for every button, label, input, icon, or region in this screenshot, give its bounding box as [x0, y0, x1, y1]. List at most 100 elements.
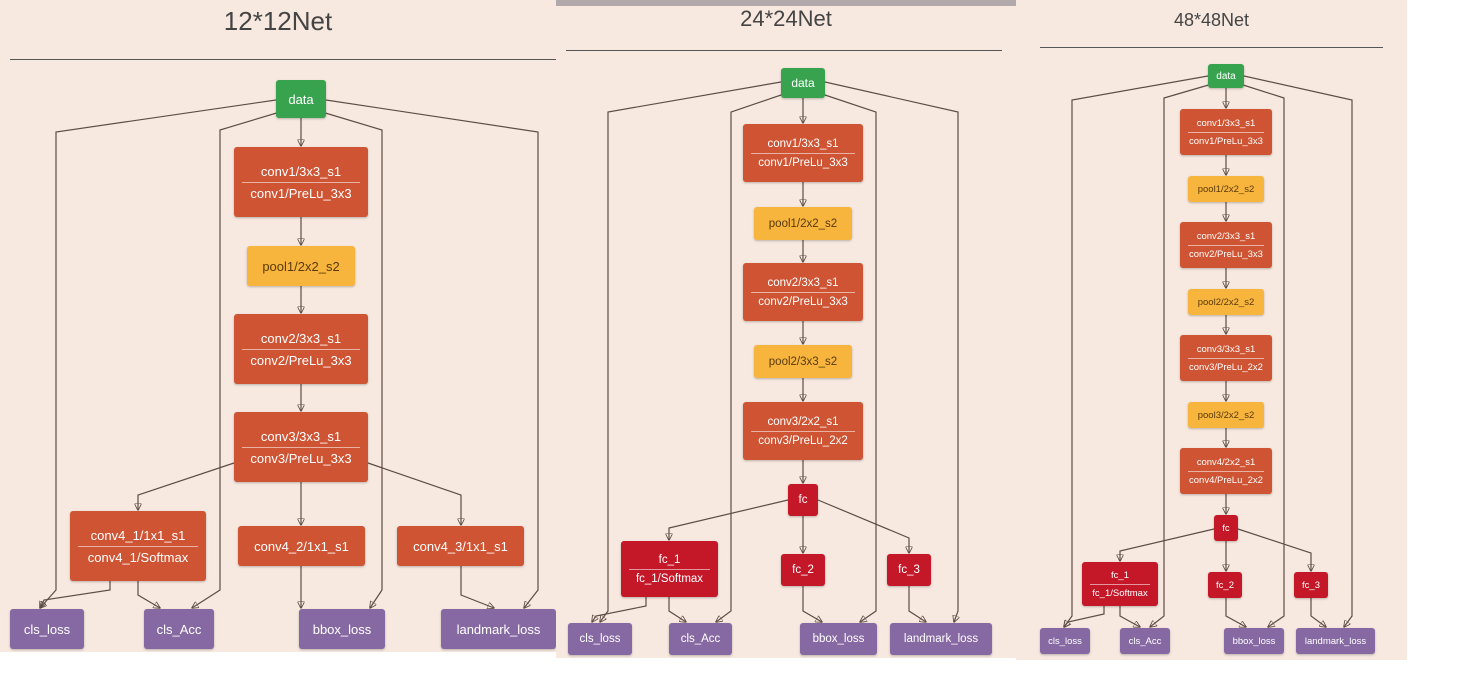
node-pool1: pool1/2x2_s2 — [754, 207, 852, 240]
node-fc-2: fc_2 — [1208, 572, 1242, 598]
node-cls-acc: cls_Acc — [1120, 628, 1170, 654]
node-pool2: pool2/2x2_s2 — [1188, 289, 1264, 315]
node-label: conv2/PreLu_3x3 — [1189, 248, 1263, 260]
node-label: data — [288, 91, 314, 107]
node-data: data — [1208, 64, 1244, 88]
node-label: conv3/3x3_s1 — [260, 428, 342, 444]
node-label: bbox_loss — [312, 621, 372, 637]
node-label: cls_loss — [1048, 635, 1082, 647]
node-label: fc_1 — [1111, 569, 1129, 581]
node-label: fc_1/Softmax — [1092, 587, 1148, 599]
node-separator — [242, 348, 360, 350]
title-rule — [10, 59, 556, 60]
edge — [668, 597, 686, 622]
node-cls-loss: cls_loss — [10, 609, 84, 649]
edge — [40, 581, 111, 608]
node-separator — [1188, 131, 1264, 133]
node-landmark-loss: landmark_loss — [1296, 628, 1375, 654]
node-label: conv4_1/Softmax — [87, 549, 189, 565]
node-cls-loss: cls_loss — [1040, 628, 1090, 654]
node-label: pool3/2x2_s2 — [1197, 409, 1255, 421]
node-fc: fc — [788, 484, 818, 516]
node-label: conv2/3x3_s1 — [767, 276, 839, 289]
node-label: conv1/3x3_s1 — [767, 137, 839, 150]
node-label: conv4_3/1x1_s1 — [413, 538, 508, 554]
node-label: data — [1216, 70, 1236, 82]
edge — [137, 581, 160, 608]
node-label: conv1/3x3_s1 — [260, 163, 342, 179]
node-pool3: pool3/2x2_s2 — [1188, 402, 1264, 428]
title-rule — [566, 50, 1002, 51]
node-separator — [1188, 470, 1264, 472]
edges — [556, 81, 1016, 658]
node-conv2: conv2/3x3_s1 conv2/PreLu_3x3 — [1180, 222, 1272, 268]
edge — [1150, 83, 1213, 627]
node-label: pool1/2x2_s2 — [262, 258, 340, 274]
node-label: pool2/2x2_s2 — [1197, 296, 1255, 308]
node-cls-loss: cls_loss — [568, 623, 632, 655]
node-label: conv3/PreLu_2x2 — [758, 434, 848, 447]
panel-12net: 12*12Net data conv1/3x3_s1 conv1/PreLu_3x… — [0, 0, 556, 652]
node-label: landmark_loss — [456, 621, 541, 637]
node-separator — [751, 430, 855, 432]
node-label: conv3/2x2_s1 — [767, 415, 839, 428]
node-label: pool1/2x2_s2 — [768, 217, 838, 230]
edge — [321, 111, 383, 608]
edge — [1119, 606, 1140, 627]
edge — [1064, 606, 1105, 627]
node-fc-1: fc_1 fc_1/Softmax — [1082, 562, 1158, 606]
node-label: fc_2 — [792, 564, 814, 576]
node-conv4-2: conv4_2/1x1_s1 — [238, 526, 365, 566]
node-label: cls_loss — [23, 621, 71, 637]
panel-title: 24*24Net — [740, 6, 832, 31]
node-label: landmark_loss — [1304, 635, 1367, 647]
node-label: conv2/3x3_s1 — [1196, 230, 1256, 242]
node-label: cls_Acc — [156, 621, 202, 637]
edge — [460, 566, 494, 608]
node-separator — [78, 545, 198, 547]
node-label: cls_Acc — [1128, 635, 1162, 647]
edge — [325, 99, 539, 608]
top-strip — [556, 0, 1016, 6]
node-label: fc_3 — [898, 564, 920, 576]
node-separator — [1188, 357, 1264, 359]
node-label: conv4_1/1x1_s1 — [90, 527, 186, 543]
edge — [1239, 83, 1285, 627]
node-label: fc_2 — [1216, 579, 1234, 591]
node-pool1: pool1/2x2_s2 — [247, 246, 355, 286]
node-fc: fc — [1214, 515, 1238, 541]
edge — [669, 499, 789, 540]
edge — [802, 586, 822, 622]
node-label: data — [791, 76, 815, 90]
node-label: conv4/PreLu_2x2 — [1189, 474, 1263, 486]
node-label: fc — [1222, 522, 1230, 534]
edge — [716, 93, 785, 622]
node-label: pool2/3x3_s2 — [768, 355, 838, 368]
node-separator — [751, 152, 855, 154]
edge — [367, 462, 461, 525]
panel-title: 12*12Net — [223, 6, 333, 36]
node-label: fc_1 — [658, 553, 681, 566]
edge — [821, 93, 877, 622]
edge — [817, 499, 909, 553]
edge — [908, 586, 926, 622]
edge — [1237, 528, 1311, 571]
node-separator — [242, 181, 360, 183]
title-rule — [1040, 47, 1383, 48]
panel-title: 48*48Net — [1173, 10, 1250, 30]
node-label: conv1/PreLu_3x3 — [250, 185, 352, 201]
node-label: conv2/PreLu_3x3 — [250, 352, 352, 368]
edge — [592, 597, 647, 622]
node-fc-3: fc_3 — [887, 554, 931, 586]
node-label: conv3/PreLu_3x3 — [250, 450, 352, 466]
node-label: cls_loss — [579, 633, 621, 645]
node-label: fc — [798, 494, 808, 506]
node-pool1: pool1/2x2_s2 — [1188, 176, 1264, 202]
node-fc-2: fc_2 — [781, 554, 825, 586]
